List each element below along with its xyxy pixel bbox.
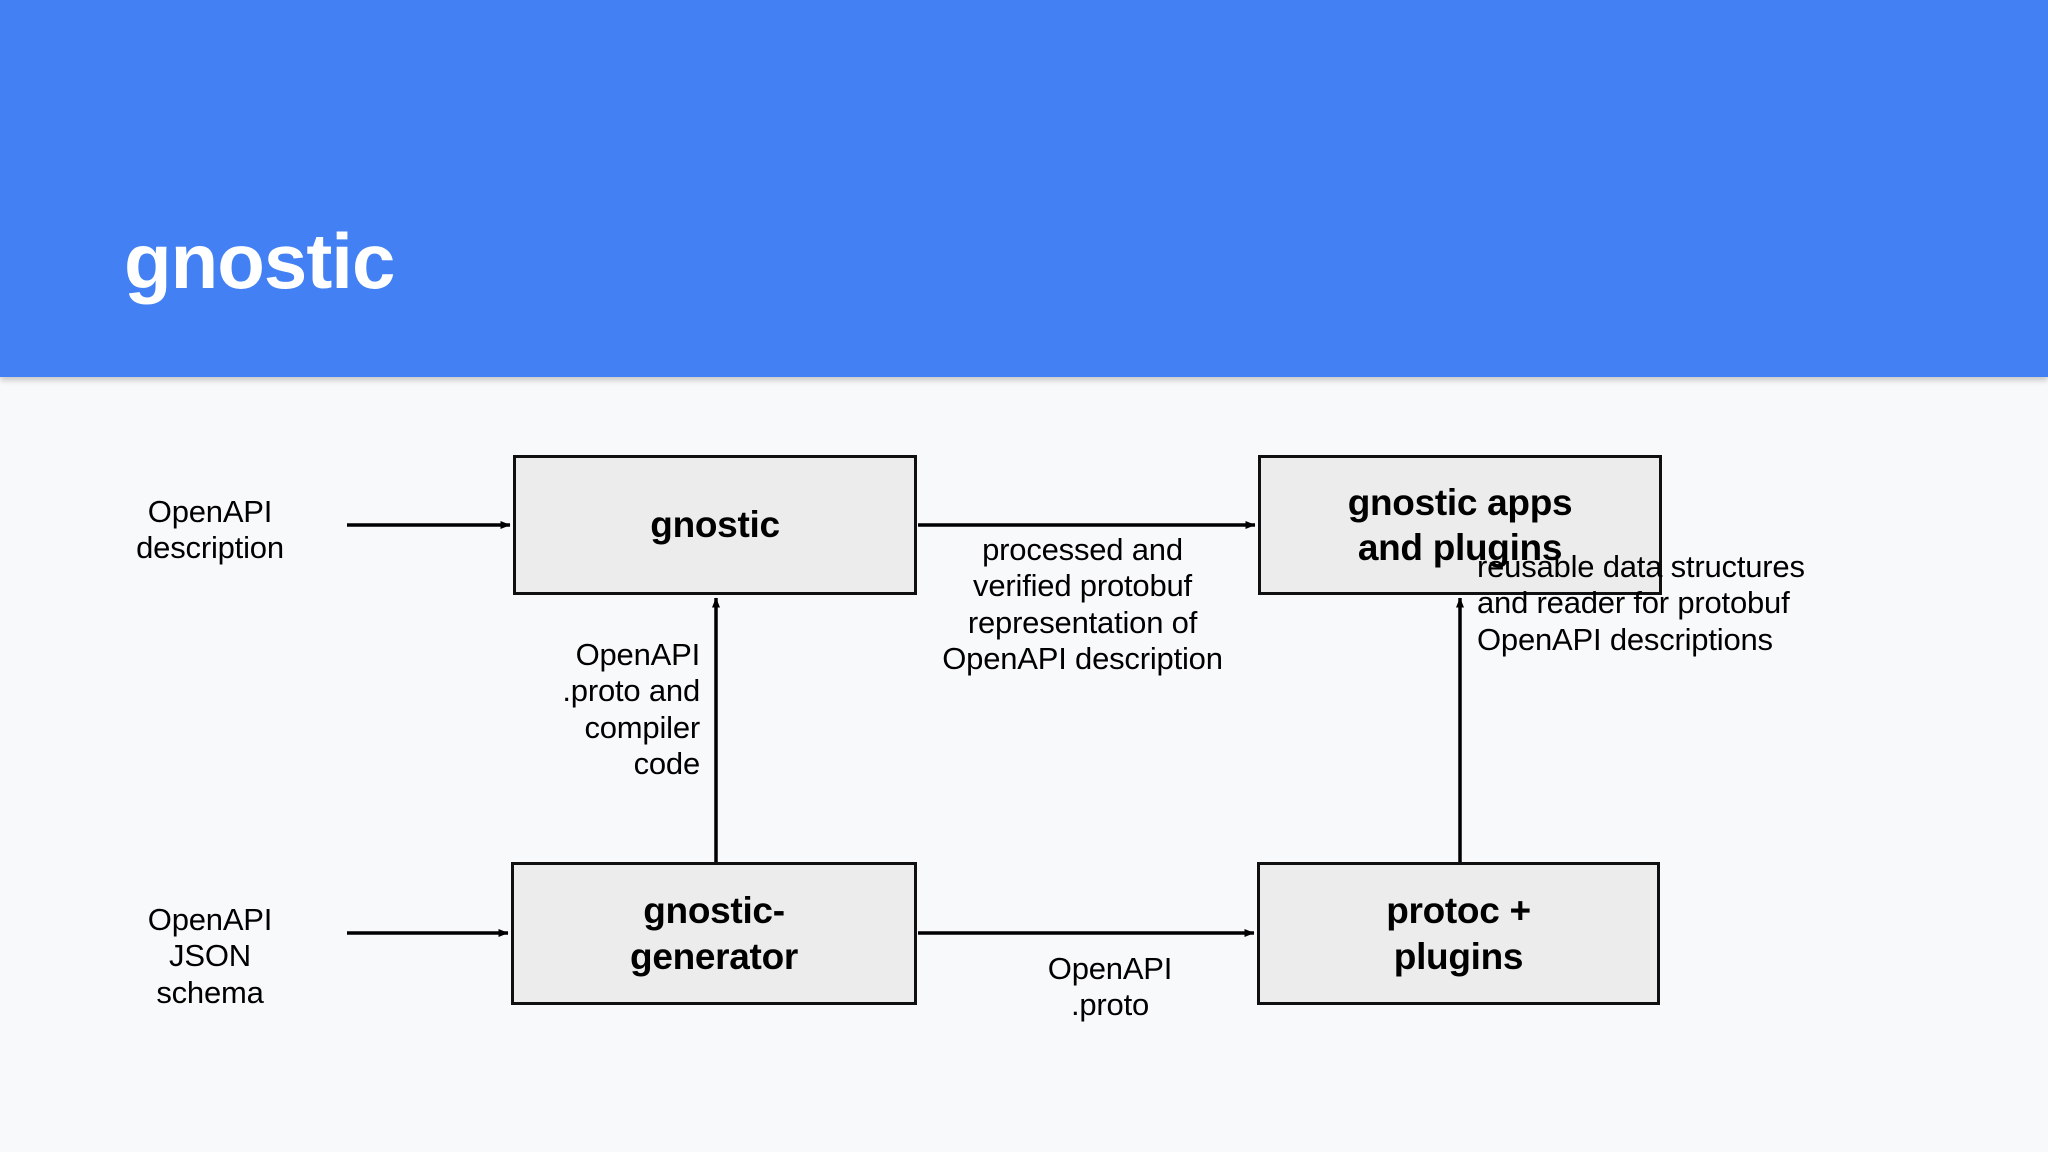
architecture-diagram: gnostic gnostic apps and plugins gnostic… <box>0 377 2048 1152</box>
page-title: gnostic <box>124 217 395 305</box>
node-protoc-line2: plugins <box>1393 935 1524 977</box>
node-gnostic-apps-label: gnostic apps and plugins <box>1348 480 1573 570</box>
node-gnostic-generator[interactable]: gnostic- generator <box>511 862 917 1005</box>
header-band: gnostic <box>0 0 2048 377</box>
label-openapi-json-schema: OpenAPI JSON schema <box>147 902 273 1010</box>
node-gnostic-apps-line2: and plugins <box>1357 527 1563 568</box>
node-gnostic-label: gnostic <box>650 504 780 546</box>
diagram-edges <box>347 521 1464 937</box>
label-reusable-data-structures: reusable data structures and reader for … <box>1477 549 1805 657</box>
node-gnostic-generator-line2: generator <box>630 935 798 977</box>
node-gnostic-generator-label: gnostic- generator <box>630 888 798 978</box>
node-protoc-plugins[interactable]: protoc + plugins <box>1257 862 1660 1005</box>
label-processed-and-verified-protobuf: processed and verified protobuf represen… <box>942 532 1223 676</box>
node-protoc-line1: protoc + <box>1386 890 1531 932</box>
node-gnostic[interactable]: gnostic <box>513 455 917 595</box>
node-gnostic-generator-line1: gnostic- <box>643 890 785 932</box>
node-protoc-label: protoc + plugins <box>1386 888 1531 978</box>
label-openapi-proto-and-compiler-code: OpenAPI .proto and compiler code <box>562 637 700 781</box>
node-gnostic-apps-line1: gnostic apps <box>1347 481 1573 523</box>
node-gnostic-apps-and-plugins[interactable]: gnostic apps and plugins <box>1258 455 1662 595</box>
label-openapi-proto: OpenAPI .proto <box>1047 951 1173 1023</box>
label-openapi-description: OpenAPI description <box>136 494 284 566</box>
